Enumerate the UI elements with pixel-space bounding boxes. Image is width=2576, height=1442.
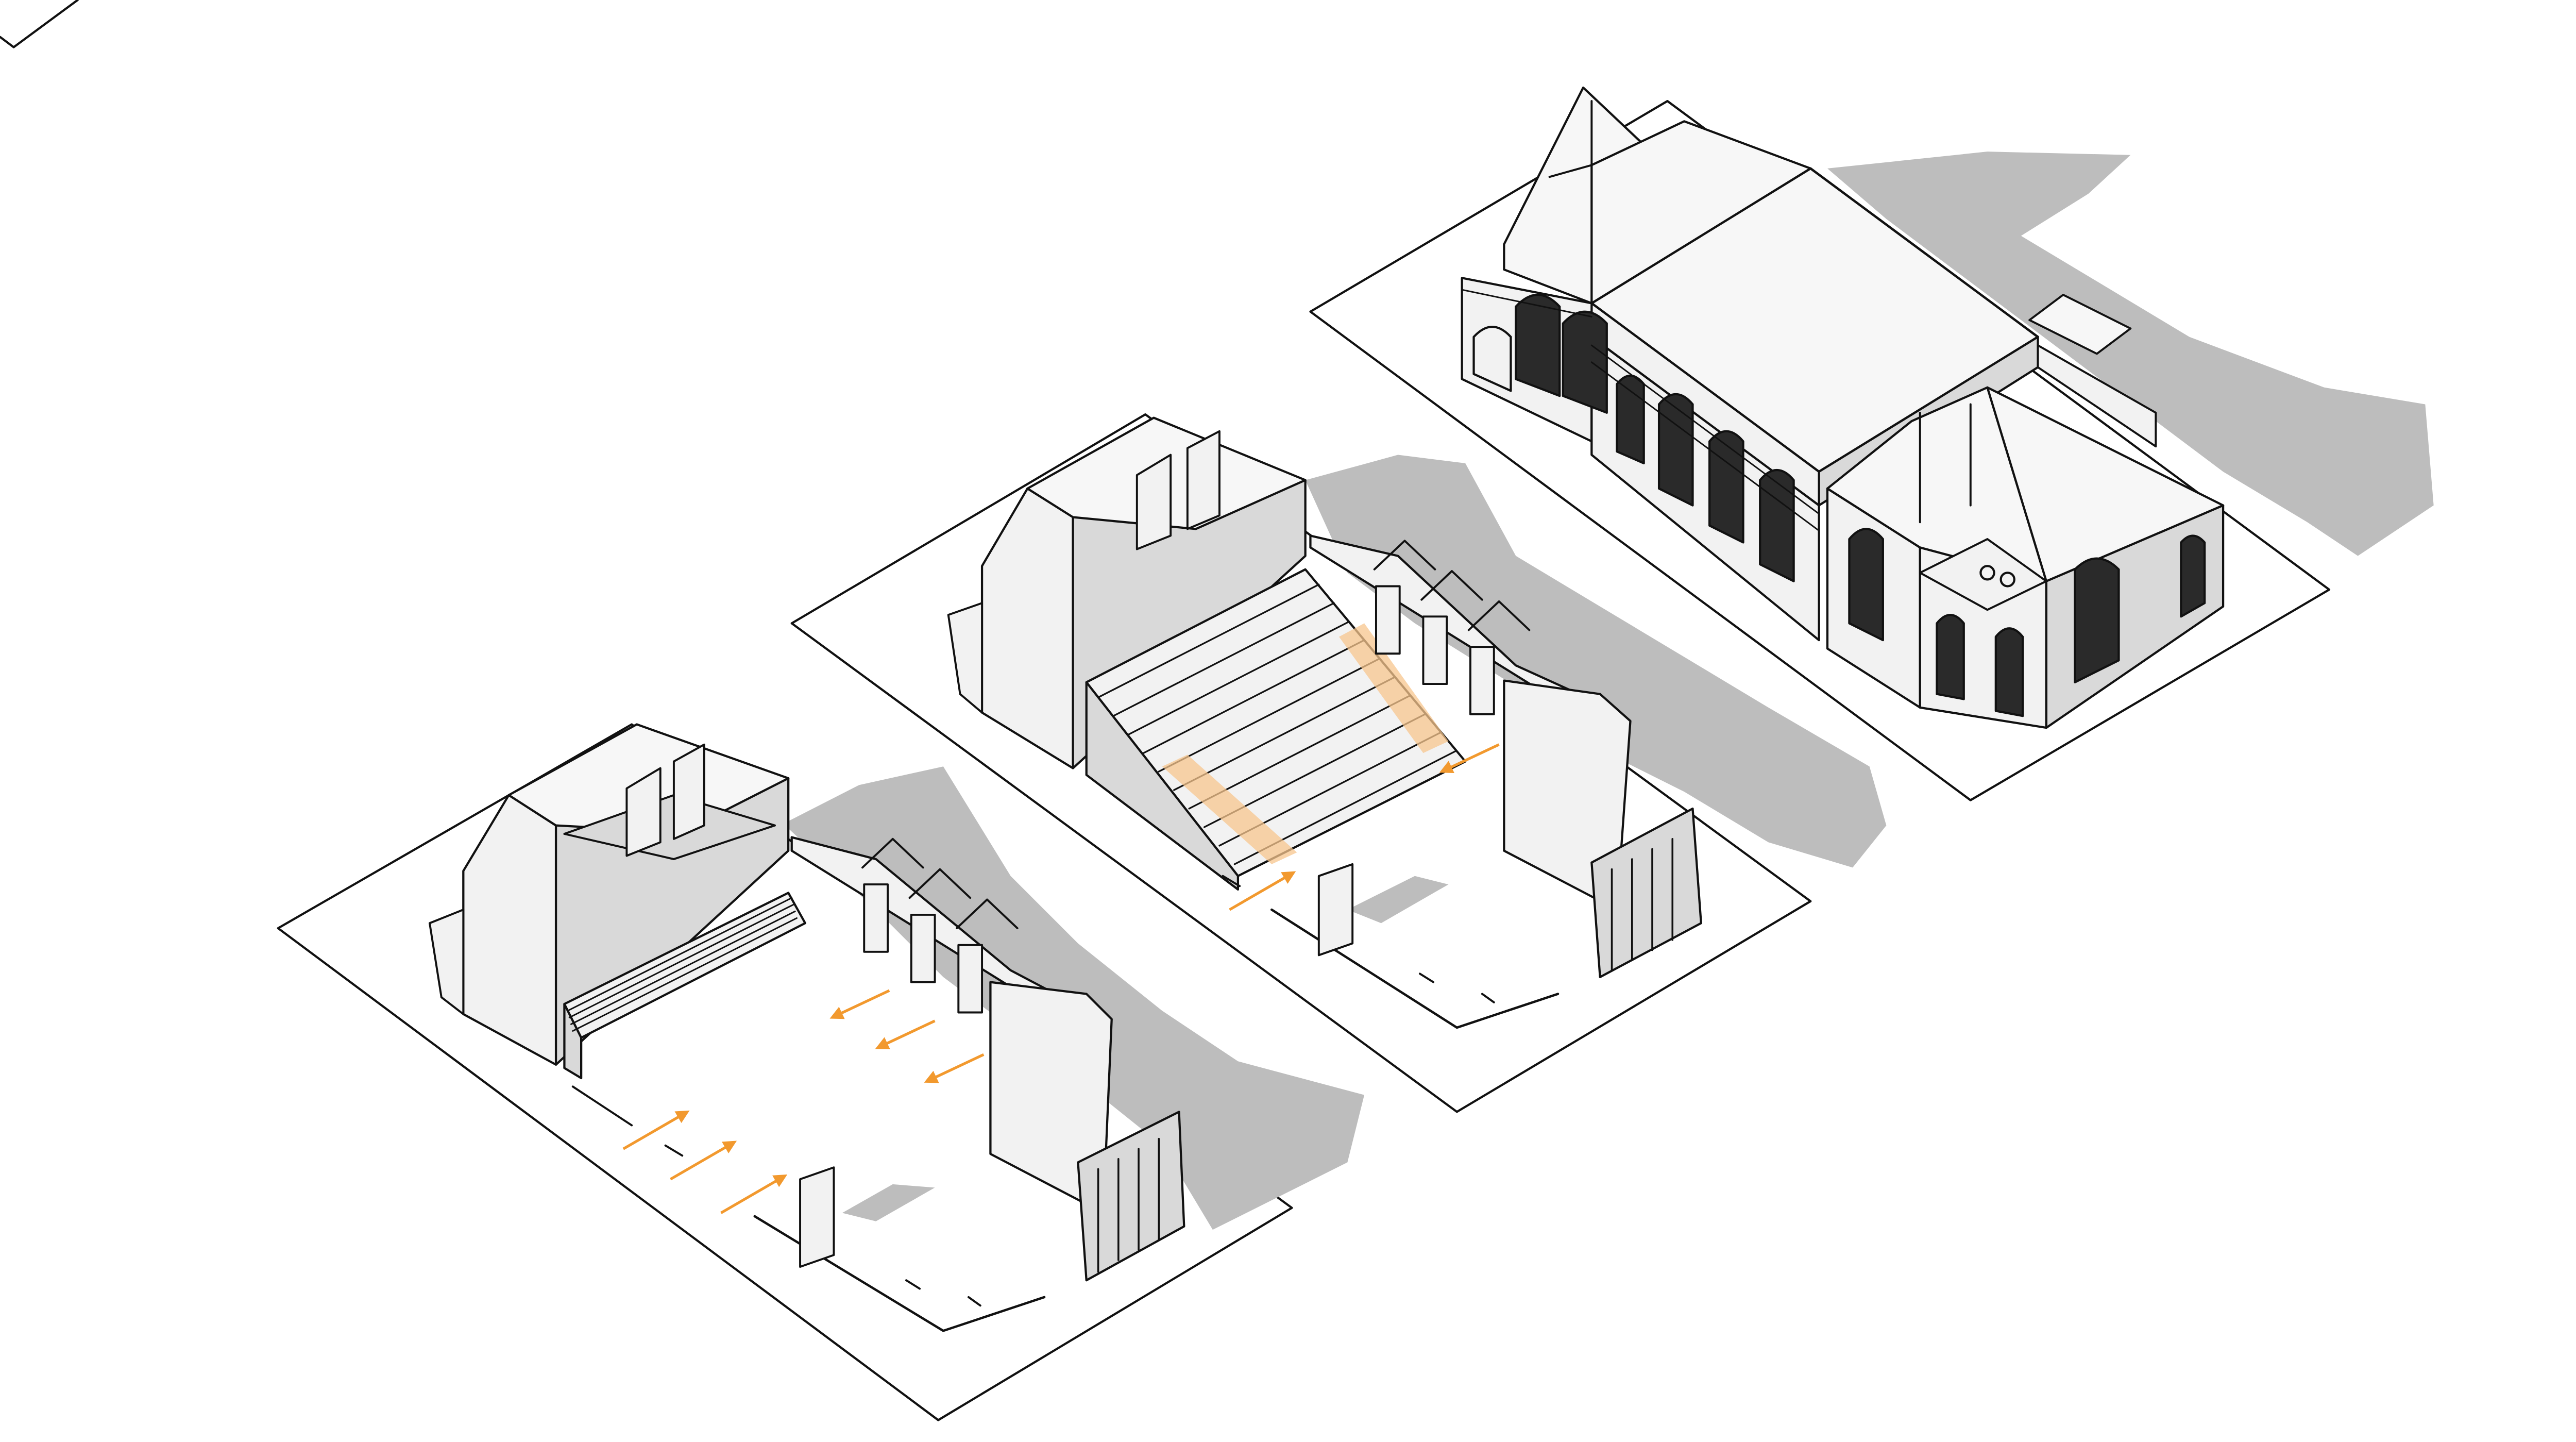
panel-flat-floor <box>277 723 1365 1421</box>
right-pavilion <box>1826 386 2225 729</box>
floor-marks <box>1222 875 1495 1003</box>
front-parapet <box>753 1166 1046 1332</box>
front-elevation <box>1461 289 1820 642</box>
retracted-seating <box>563 892 806 1080</box>
corner-fragment <box>0 0 79 48</box>
circulation-arrows <box>1229 743 1500 911</box>
floor-marks <box>571 1085 981 1307</box>
front-parapet <box>1270 863 1560 1029</box>
arrow-out <box>1439 743 1500 773</box>
panel-raked-seating <box>790 413 1887 1113</box>
end-wall <box>989 981 1185 1282</box>
arrow-in-3 <box>720 1174 788 1214</box>
rear-annex <box>2028 294 2157 448</box>
panel-existing-building <box>1309 86 2434 801</box>
arrow-in-1 <box>622 1110 690 1150</box>
aisle-highlight-2 <box>1339 623 1449 753</box>
arrow-in <box>1229 871 1296 911</box>
arrow-out-2 <box>875 1019 936 1050</box>
arrow-out-3 <box>924 1053 985 1083</box>
arrow-in-2 <box>670 1141 737 1181</box>
arrow-out-1 <box>829 989 890 1019</box>
aisle-highlight-1 <box>1162 754 1297 864</box>
raked-seating-tiers <box>1085 568 1467 891</box>
end-wall <box>1503 679 1702 978</box>
circulation-arrows <box>622 989 985 1214</box>
cast-shadow <box>1305 455 1887 924</box>
